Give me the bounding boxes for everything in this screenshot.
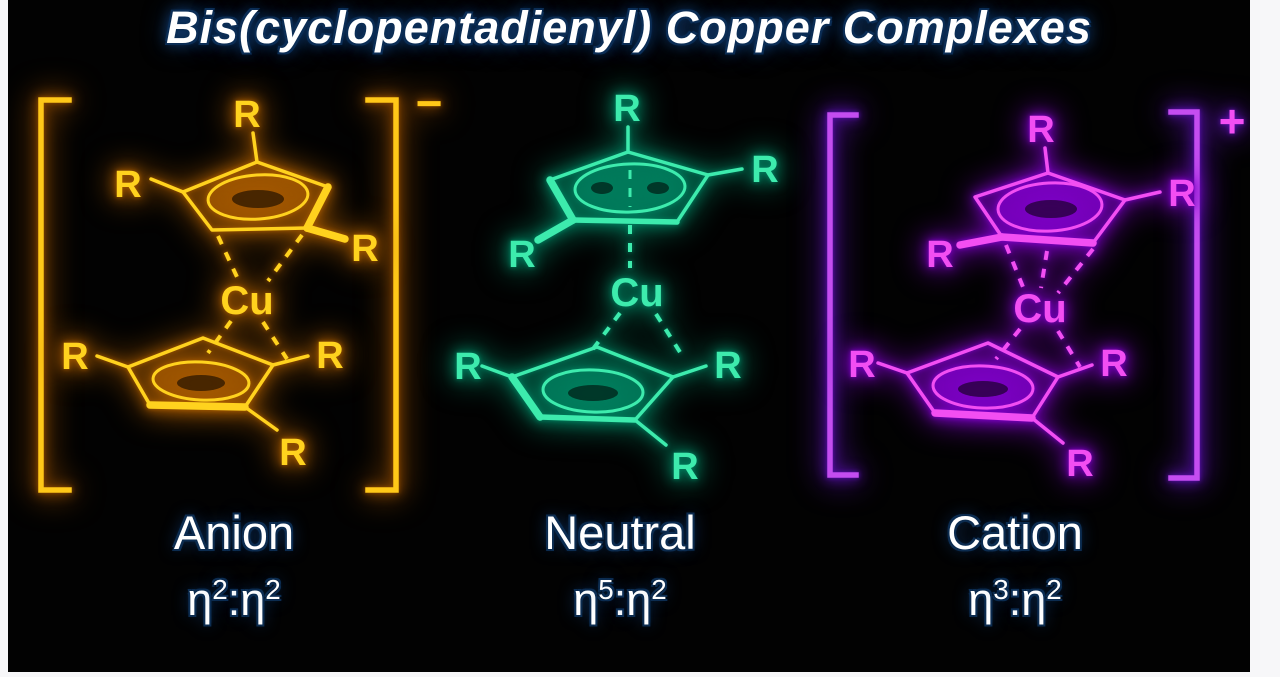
r-substituent: R <box>1168 173 1195 215</box>
complex-cation: + R R R <box>820 85 1250 505</box>
r-substituent: R <box>714 345 741 387</box>
upper-cp-ring: R R R <box>508 88 778 276</box>
graphical-abstract: Bis(cyclopentadienyl) Copper Complexes − <box>8 0 1250 672</box>
cation-structure: R R R Cu <box>848 109 1195 485</box>
upper-coordination-eta2 <box>216 233 304 283</box>
r-substituent: R <box>316 335 343 377</box>
r-substituent: R <box>233 94 260 136</box>
charge-sign: − <box>416 77 443 129</box>
complex-name: Cation <box>947 506 1083 559</box>
caption-anion: Anion η2:η2 <box>74 505 394 626</box>
r-substituent: R <box>1027 109 1054 151</box>
upper-cp-ring: R R R <box>114 94 378 270</box>
r-substituent: R <box>751 149 778 191</box>
r-substituent: R <box>279 432 306 474</box>
bracket-left <box>827 112 859 478</box>
copper-atom: Cu <box>610 271 663 315</box>
caption-cation: Cation η3:η2 <box>855 505 1175 626</box>
upper-cp-ring: R R R <box>926 109 1195 276</box>
lower-coordination-eta2 <box>206 319 289 361</box>
lower-cp-ring: R R R <box>848 341 1128 485</box>
r-substituent: R <box>351 228 378 270</box>
hapticity-label: η3:η2 <box>968 574 1062 625</box>
upper-coordination-eta3 <box>1004 244 1095 295</box>
r-substituent: R <box>454 346 481 388</box>
r-substituent: R <box>671 446 698 488</box>
r-substituent: R <box>1100 343 1127 385</box>
hapticity-label: η2:η2 <box>187 574 281 625</box>
r-substituent: R <box>508 234 535 276</box>
page-title: Bis(cyclopentadienyl) Copper Complexes <box>166 2 1092 53</box>
complex-name: Anion <box>173 506 295 559</box>
lower-cp-ring: R R R <box>61 335 343 474</box>
complex-name: Neutral <box>544 506 696 559</box>
caption-neutral: Neutral η5:η2 <box>460 505 780 626</box>
charge-sign: + <box>1219 95 1246 147</box>
anion-structure: R R R Cu <box>61 94 378 474</box>
bracket-left <box>38 97 72 493</box>
cation-brackets: + <box>827 95 1246 481</box>
bracket-right <box>1168 109 1200 481</box>
r-substituent: R <box>926 234 953 276</box>
r-substituent: R <box>1066 443 1093 485</box>
r-substituent: R <box>613 88 640 130</box>
r-substituent: R <box>848 344 875 386</box>
hapticity-label: η5:η2 <box>573 574 667 625</box>
r-substituent: R <box>61 336 88 378</box>
copper-atom: Cu <box>220 279 273 323</box>
neutral-structure: R R R Cu <box>454 88 778 488</box>
lower-cp-ring: R R R <box>454 345 741 488</box>
anion-brackets: − <box>38 77 443 493</box>
complex-anion: − R R R <box>25 77 465 505</box>
lower-coordination-eta2 <box>994 327 1082 369</box>
r-substituent: R <box>114 164 141 206</box>
bracket-right <box>365 97 399 493</box>
lower-coordination-eta2 <box>591 311 685 359</box>
copper-atom: Cu <box>1013 287 1066 331</box>
complex-neutral: R R R Cu <box>450 85 820 505</box>
